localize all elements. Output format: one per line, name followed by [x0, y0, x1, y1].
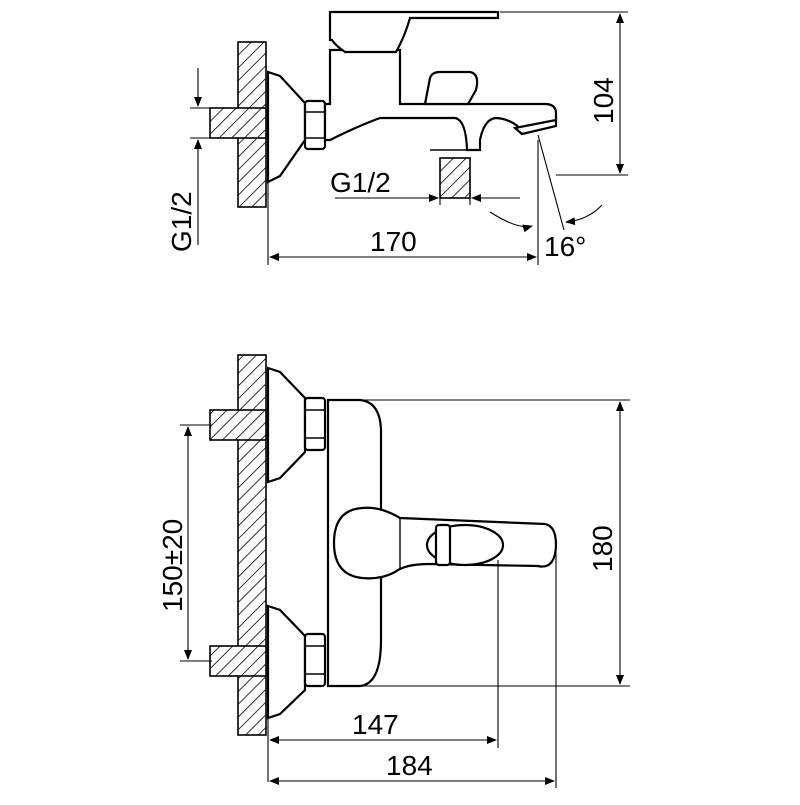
dimension-147: 147	[352, 709, 399, 740]
dimension-170: 170	[370, 226, 417, 257]
dimension-104: 104	[588, 77, 619, 124]
upper-inlet-pipe	[209, 409, 267, 441]
angle-16-label: 16°	[544, 231, 586, 262]
dimension-150-20: 150±20	[157, 519, 188, 612]
dimension-184: 184	[386, 750, 433, 781]
front-view: 150±20 180 147 184	[157, 354, 630, 788]
lower-nut	[303, 632, 327, 688]
mixer-body	[323, 48, 558, 152]
side-view: 104 G1/2 G1/2 170 16°	[166, 10, 628, 265]
lower-inlet-pipe	[209, 645, 267, 677]
dimension-180: 180	[587, 525, 618, 572]
lower-escutcheon	[266, 604, 307, 720]
upper-escutcheon	[266, 366, 307, 484]
lever-button	[434, 523, 452, 567]
spout	[512, 118, 558, 136]
escutcheon	[266, 70, 307, 184]
inlet-pipe	[209, 107, 267, 139]
shower-outlet	[439, 157, 471, 199]
connection-nut	[303, 99, 327, 151]
outlet-thread-label: G1/2	[330, 167, 391, 198]
upper-nut	[303, 396, 327, 452]
lever-handle	[328, 10, 500, 54]
diverter-knob	[423, 70, 479, 106]
inlet-thread-label: G1/2	[166, 191, 197, 252]
